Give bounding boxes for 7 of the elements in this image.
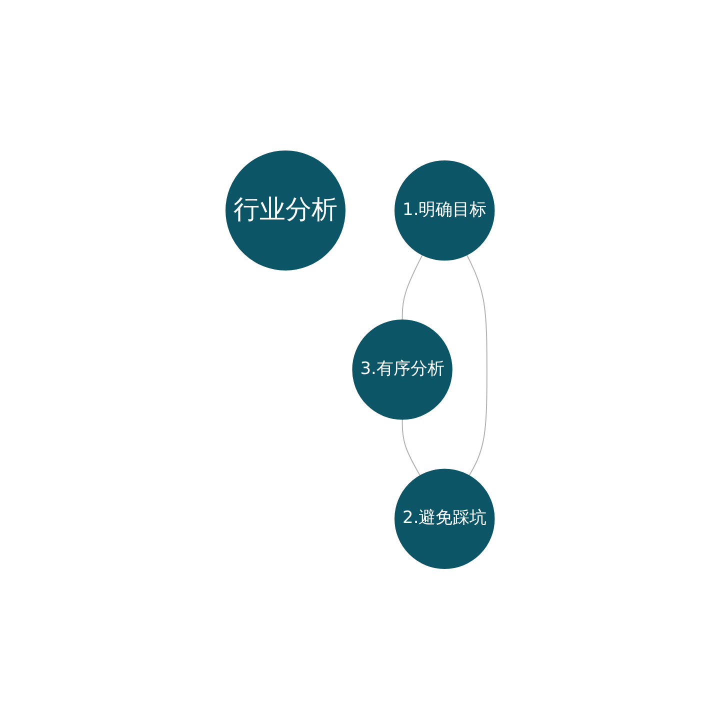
- node-circle: 行业分析: [225, 150, 346, 271]
- connector: [466, 254, 488, 476]
- connector: [402, 419, 421, 476]
- node-circle: 2.避免踩坑: [394, 469, 495, 570]
- connector: [402, 254, 423, 321]
- node-circle: 1.明确目标: [394, 160, 495, 261]
- node-circle: 3.有序分析: [352, 320, 452, 420]
